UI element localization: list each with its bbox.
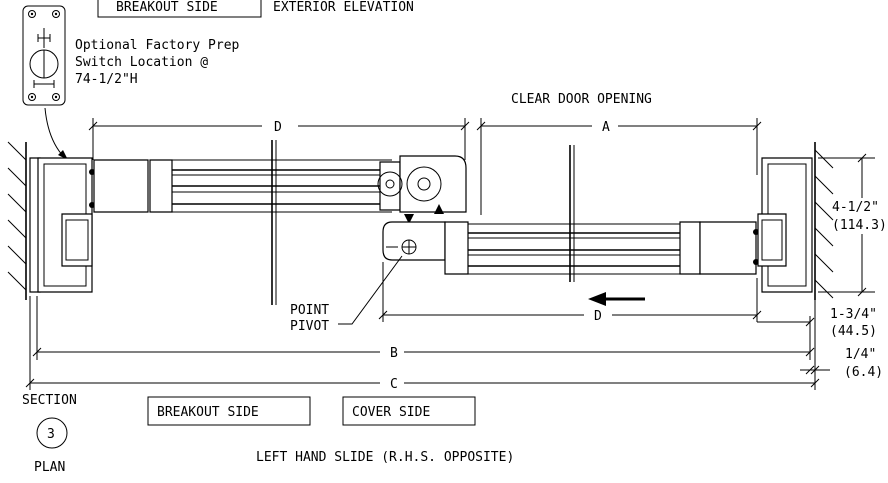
pivot-housing [377,155,467,224]
dimension-b-label: B [390,346,398,361]
section-marker: SECTION 3 PLAN [22,393,77,475]
dimension-depth-mm: (114.3) [832,218,887,233]
switch-icon [22,5,66,106]
right-jamb [757,157,813,293]
dimension-offset: 1-3/4" (44.5) [757,307,877,360]
breakout-side-top-label: BREAKOUT SIDE [116,0,218,15]
dimension-c-label: C [390,377,398,392]
dimension-a: A [476,118,762,215]
view-title: EXTERIOR ELEVATION [273,0,414,15]
dimension-depth-inches: 4-1/2" [832,200,879,215]
switch-note-line1: Optional Factory Prep [75,38,240,53]
breakout-side-top-box [97,0,262,18]
cover-side-box [342,396,476,426]
sliding-panel [382,145,759,282]
left-jamb [29,157,95,293]
dimension-d-bottom: D [378,262,762,324]
breakout-side-box [147,396,311,426]
breakout-side-label: BREAKOUT SIDE [157,405,259,420]
switch-note-line3: 74-1/2"H [75,72,138,87]
top-header: BREAKOUT SIDE EXTERIOR ELEVATION [97,0,414,18]
dimension-b: B [32,296,815,361]
point-pivot-callout: POINT PIVOT [290,255,403,334]
slide-direction-arrow [588,292,645,306]
drawing-caption: LEFT HAND SLIDE (R.H.S. OPPOSITE) [256,450,514,465]
clear-door-opening-label: CLEAR DOOR OPENING [511,92,652,107]
switch-leader-arrow [44,107,68,160]
dimension-gap-mm: (6.4) [844,365,883,380]
pivot-label-line1: POINT [290,303,329,318]
pivot-label-line2: PIVOT [290,319,329,334]
dimension-d-bottom-label: D [594,309,602,324]
dimension-offset-mm: (44.5) [830,324,877,339]
section-label: SECTION [22,393,77,408]
side-labels: BREAKOUT SIDE COVER SIDE [147,396,476,426]
left-fixed-panel [93,140,401,305]
cover-side-label: COVER SIDE [352,405,430,420]
dimension-a-label: A [602,120,610,135]
section-number: 3 [47,427,55,442]
dimension-d-top: D [88,118,470,160]
left-wall-hatch [7,141,27,300]
section-circle [36,417,68,449]
dimension-depth: 4-1/2" (114.3) [818,153,887,297]
switch-note: Optional Factory Prep Switch Location @ … [75,38,240,87]
right-wall-hatch [814,142,834,300]
dimension-gap-inches: 1/4" [845,347,876,362]
dimension-d-top-label: D [274,120,282,135]
switch-note-line2: Switch Location @ [75,55,208,70]
section-plan-label: PLAN [34,460,65,475]
dimension-c: C 1/4" (6.4) [25,296,883,392]
dimension-offset-inches: 1-3/4" [830,307,877,322]
